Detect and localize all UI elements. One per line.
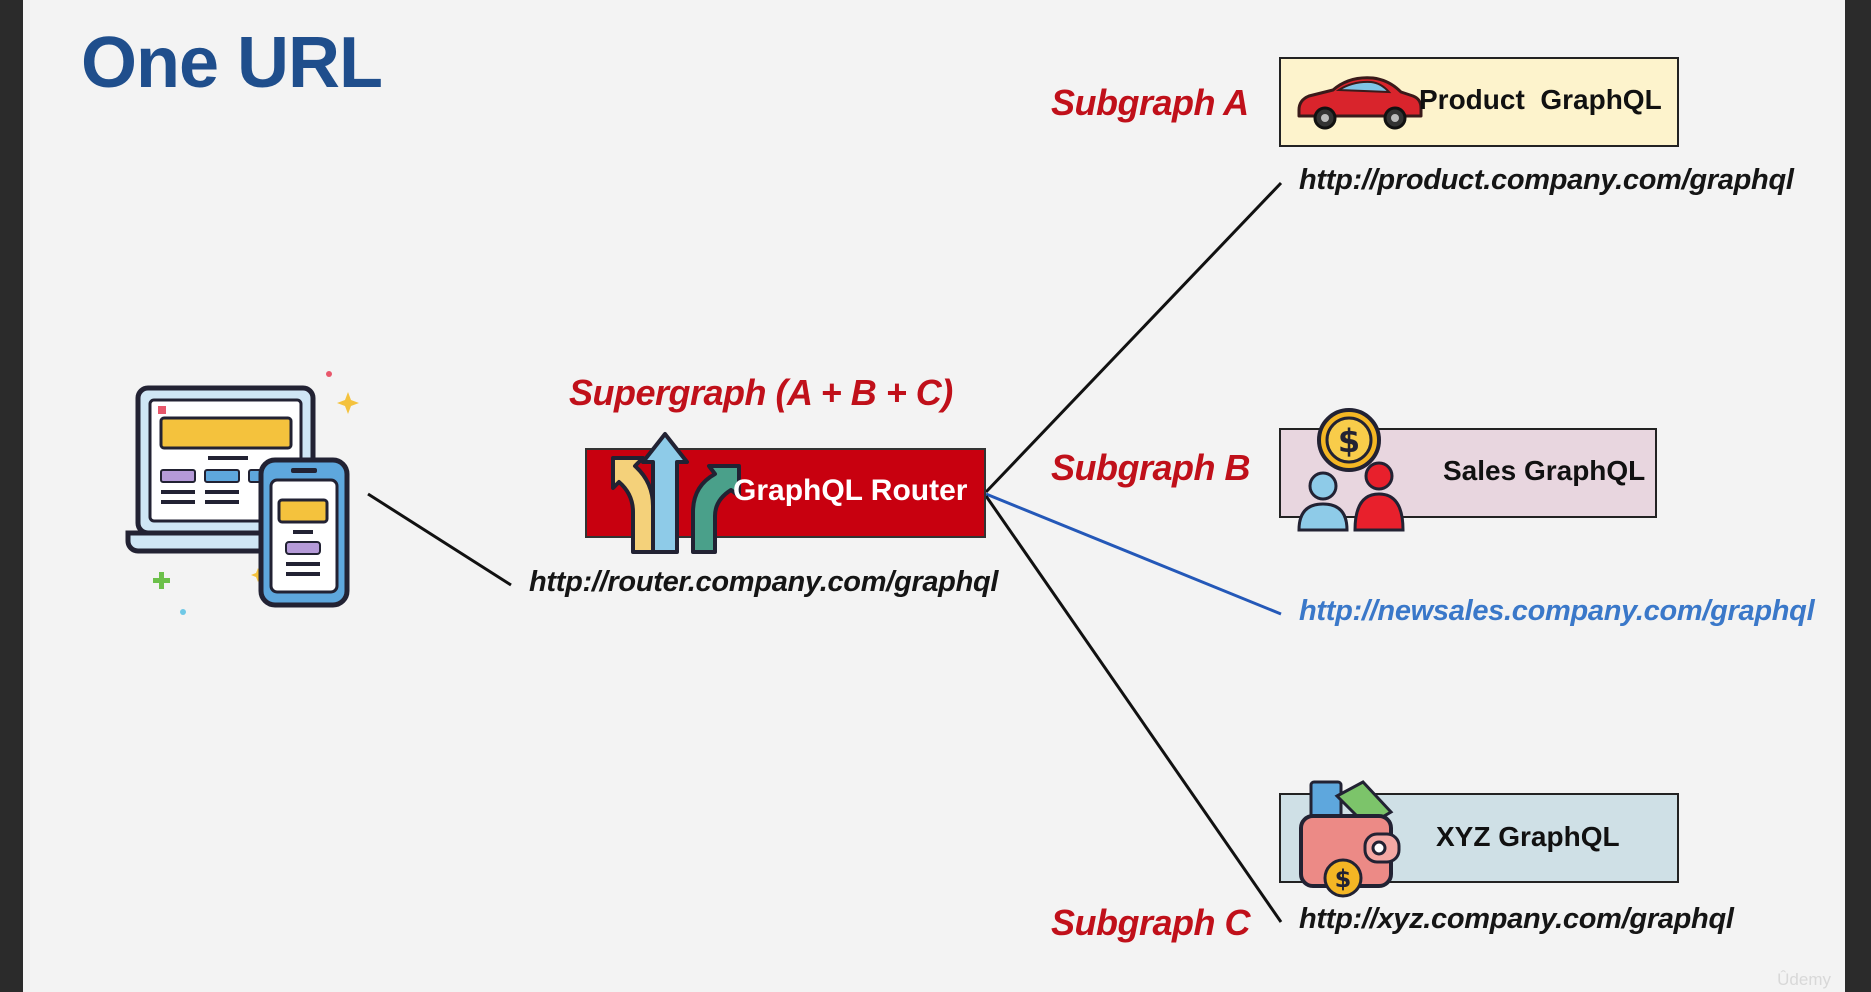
supergraph-heading: Supergraph (A + B + C) <box>569 372 953 413</box>
laptop-phone-icon <box>125 371 359 615</box>
wallet-icon: $ <box>1299 780 1401 898</box>
router-subgraph-a-connector <box>984 181 1283 494</box>
people-dollar-icon: $ <box>1297 408 1405 532</box>
router-subgraph-c-connector <box>984 495 1283 923</box>
svg-text:$: $ <box>1335 865 1352 893</box>
svg-text:$: $ <box>1338 422 1360 460</box>
newsales-url[interactable]: http://newsales.company.com/graphql <box>1299 595 1815 627</box>
route-arrows-icon <box>611 432 741 554</box>
udemy-watermark: Ûdemy <box>1777 970 1831 989</box>
subgraph-c-label: Subgraph C <box>1051 902 1251 943</box>
subgraph-a-label: Subgraph A <box>1051 82 1249 123</box>
router-subgraph-b-connector <box>985 492 1282 616</box>
slide-title: One URL <box>81 23 383 103</box>
product-graphql-label: Product GraphQL <box>1419 84 1662 115</box>
xyz-graphql-label: XYZ GraphQL <box>1436 821 1620 852</box>
slide-canvas: One URL Supergraph (A + B + C) <box>23 0 1845 992</box>
client-router-connector <box>367 492 512 587</box>
car-icon <box>1297 76 1423 130</box>
graphql-router-label: GraphQL Router <box>733 474 968 507</box>
connector-lines <box>367 181 1283 923</box>
xyz-url[interactable]: http://xyz.company.com/graphql <box>1299 903 1734 935</box>
subgraph-b-label: Subgraph B <box>1051 447 1251 488</box>
sales-graphql-label: Sales GraphQL <box>1443 455 1646 486</box>
product-url[interactable]: http://product.company.com/graphql <box>1299 164 1794 196</box>
router-url[interactable]: http://router.company.com/graphql <box>529 566 999 598</box>
